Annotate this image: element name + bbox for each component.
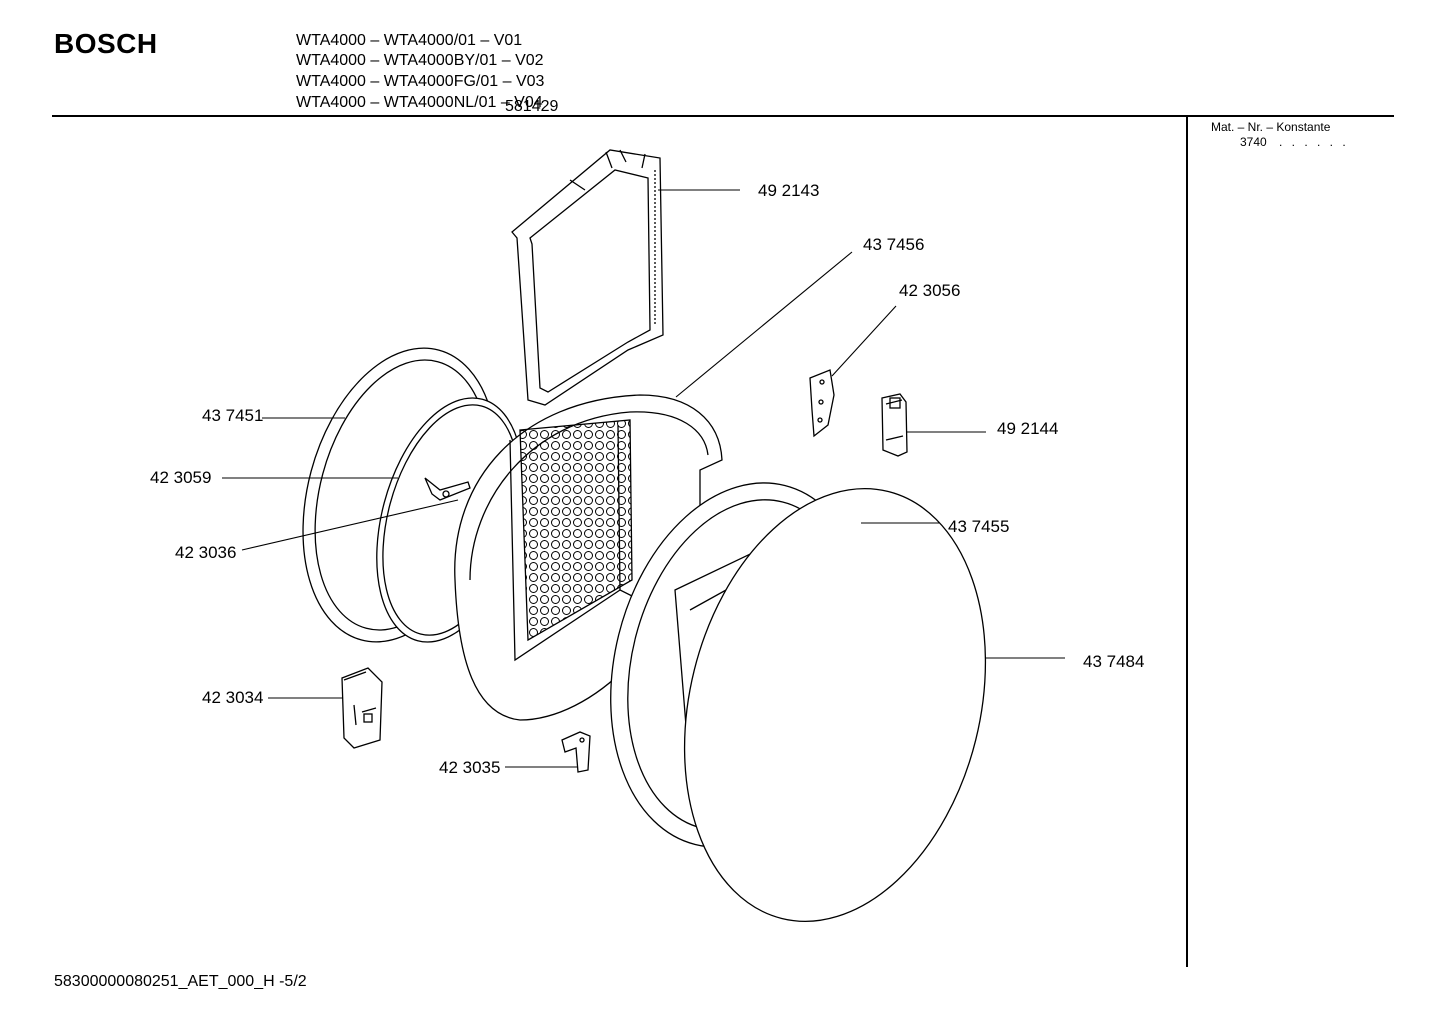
part-423035-pin xyxy=(561,731,591,773)
part-label-437455: 43 7455 xyxy=(948,517,1010,536)
part-437456-inner-frame xyxy=(454,394,723,721)
part-label-423056: 42 3056 xyxy=(899,281,961,300)
part-492144-bracket xyxy=(881,393,908,457)
part-label-437451: 43 7451 xyxy=(202,406,264,425)
part-label-423059: 42 3059 xyxy=(150,468,212,487)
part-492143-frame xyxy=(511,149,664,406)
part-label-423035: 42 3035 xyxy=(439,758,501,777)
model-line-2: WTA4000 – WTA4000BY/01 – V02 xyxy=(296,52,544,69)
mat-nr-label: Mat. – Nr. – Konstante xyxy=(1211,120,1331,134)
part-label-437484: 43 7484 xyxy=(1083,652,1145,671)
part-label-437456: 43 7456 xyxy=(863,235,925,254)
part-437484-door-glass xyxy=(683,488,987,922)
model-line-3: WTA4000 – WTA4000FG/01 – V03 xyxy=(296,73,545,90)
part-label-423034: 42 3034 xyxy=(202,688,264,707)
part-423034-latch xyxy=(341,667,383,749)
part-423036-pin xyxy=(424,477,471,501)
leader-lines xyxy=(222,189,1065,768)
footer-code: 58300000080251_AET_000_H -5/2 xyxy=(54,973,307,990)
brand-logo: BOSCH xyxy=(54,28,158,59)
part-423056-hinge-plate xyxy=(809,369,835,438)
model-line-1: WTA4000 – WTA4000/01 – V01 xyxy=(296,32,523,49)
sidebar-divider xyxy=(1186,117,1188,967)
overlay-code: 581429 xyxy=(505,98,559,115)
mat-nr-dots: . . . . . . xyxy=(1279,135,1349,149)
part-label-423036: 42 3036 xyxy=(175,543,237,562)
part-label-492143: 49 2143 xyxy=(758,181,820,200)
part-label-492144: 49 2144 xyxy=(997,419,1059,438)
header-divider xyxy=(52,115,1394,117)
mat-nr-value: 3740 xyxy=(1240,135,1267,149)
model-line-4: WTA4000 – WTA4000NL/01 – V04 xyxy=(296,94,543,111)
